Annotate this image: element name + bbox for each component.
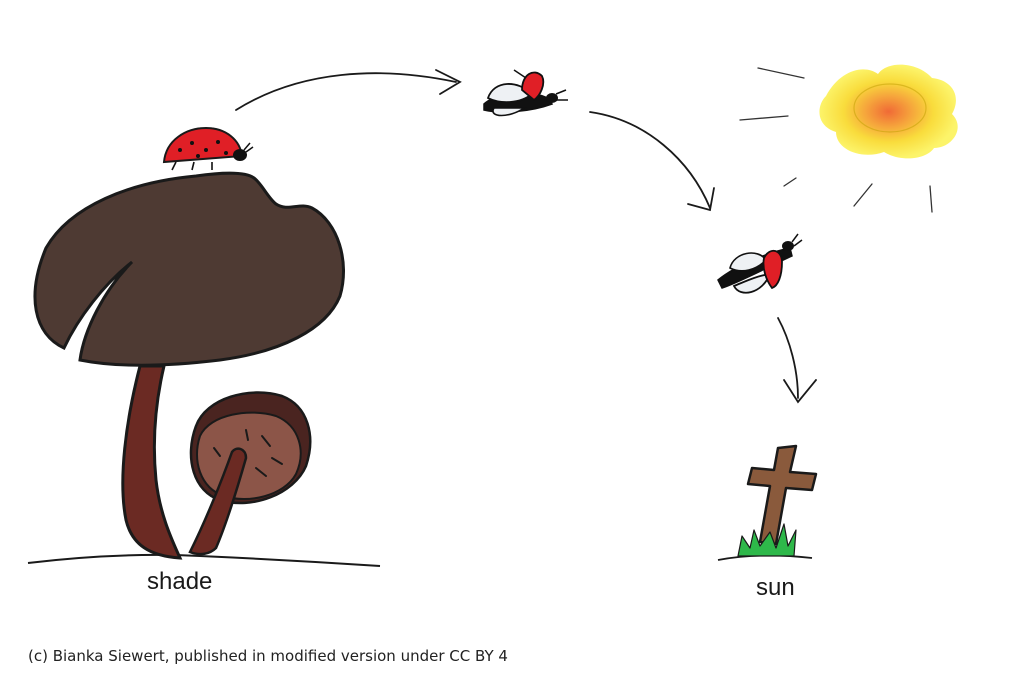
label-sun: sun — [756, 574, 795, 601]
mushroom-large-cap — [33, 171, 345, 367]
sun-icon — [739, 64, 958, 213]
arrow-icon — [235, 69, 462, 111]
arrow-icon — [589, 111, 715, 212]
mushroom-small-stem — [188, 447, 248, 556]
grass-icon — [737, 523, 797, 557]
mushroom-large-stem — [121, 364, 183, 560]
flying-ladybug-icon — [483, 69, 568, 117]
mushroom-small — [188, 391, 312, 556]
grave-cross-icon — [746, 444, 818, 546]
mushroom-large — [33, 171, 345, 560]
ground-line-left — [27, 553, 381, 567]
label-shade: shade — [147, 568, 213, 595]
arrow-icon — [777, 317, 817, 404]
image-credit: (c) Bianka Siewert, published in modifie… — [28, 647, 508, 665]
flying-ladybug-icon — [717, 233, 803, 294]
ladybug-icon — [162, 126, 254, 171]
mushroom-small-cap — [196, 411, 302, 500]
